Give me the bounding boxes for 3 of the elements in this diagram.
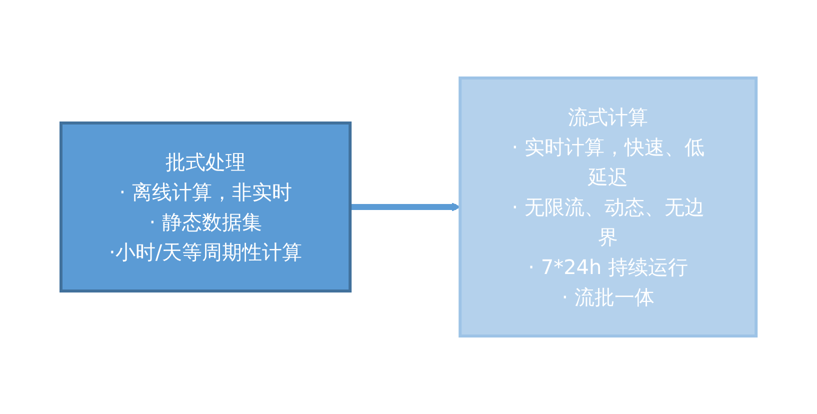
node-box: 流式计算 · 实时计算，快速、低延迟 · 无限流、动态、无边界 · 7*24h 持续运行 · 流批一体 bbox=[458, 76, 758, 338]
node-box: 批式处理 · 离线计算，非实时 · 静态数据集 ·小时/天等周期性计算 bbox=[59, 122, 352, 292]
arrow bbox=[350, 202, 460, 212]
